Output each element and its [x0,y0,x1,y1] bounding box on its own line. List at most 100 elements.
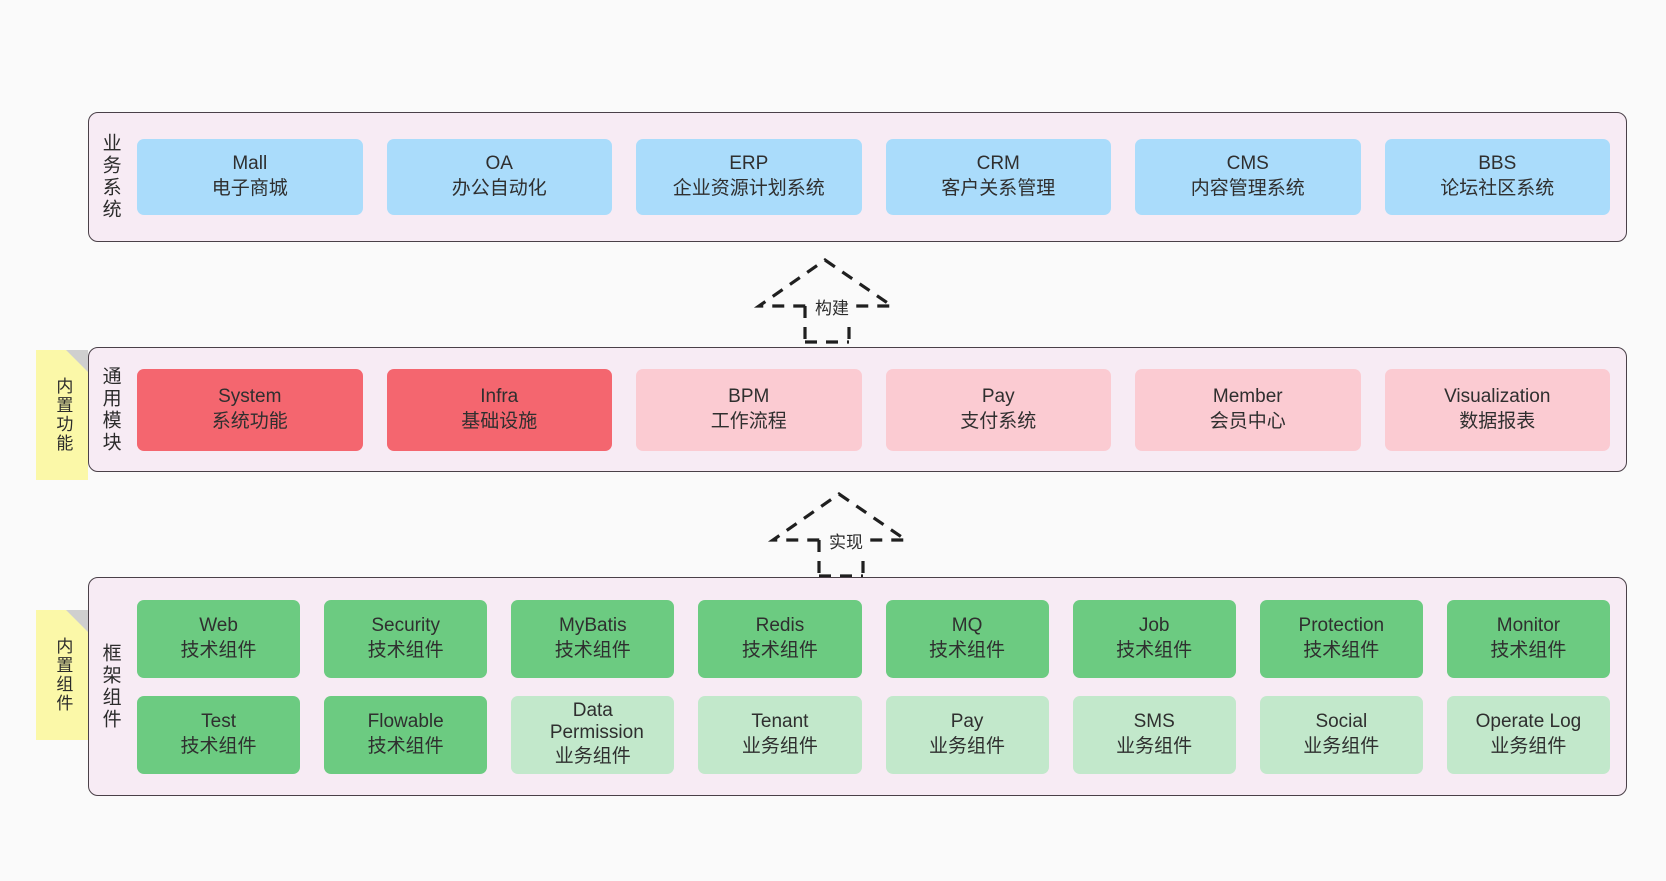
node-tenant[interactable]: Tenant 业务组件 [698,695,862,774]
node-mybatis[interactable]: MyBatis 技术组件 [511,599,675,678]
node-redis[interactable]: Redis 技术组件 [698,599,862,678]
node-security[interactable]: Security 技术组件 [324,599,488,678]
node-en-label: Operate Log [1475,710,1582,732]
node-cn-label: 企业资源计划系统 [672,178,825,199]
node-test[interactable]: Test 技术组件 [137,695,301,774]
node-cn-label: 技术组件 [554,639,631,661]
node-cn-label: 技术组件 [929,639,1006,661]
node-cn-label: 技术组件 [1303,639,1380,661]
node-cn-label: 支付系统 [960,410,1037,432]
layer-title-modules: 通用模块 [99,365,121,454]
node-cn-label: 技术组件 [741,639,818,661]
connector-label-build: 构建 [813,294,851,319]
node-erp[interactable]: ERP 企业资源计划系统 [636,139,862,215]
layer-common-modules: 通用模块 System 系统功能 Infra 基础设施 BPM 工作流程 Pay… [88,347,1627,472]
node-data-permission[interactable]: Data Permission 业务组件 [511,695,675,774]
node-system[interactable]: System 系统功能 [137,368,363,451]
node-crm[interactable]: CRM 客户关系管理 [885,139,1111,215]
node-social[interactable]: Social 业务组件 [1259,695,1423,774]
node-row: Test 技术组件 Flowable 技术组件 Data Permission … [137,695,1610,774]
node-en-label: Visualization [1444,385,1551,407]
note-label: 内置组件 [53,637,73,713]
node-cn-label: 业务组件 [929,735,1006,757]
node-bpm[interactable]: BPM 工作流程 [636,368,862,451]
node-en-label: Redis [755,614,805,636]
node-cms[interactable]: CMS 内容管理系统 [1135,139,1361,215]
node-cn-label: 业务组件 [741,735,818,757]
node-member[interactable]: Member 会员中心 [1135,368,1361,451]
node-cn-label: 论坛社区系统 [1440,178,1555,199]
connector-label-implement: 实现 [827,528,865,553]
node-job[interactable]: Job 技术组件 [1072,599,1236,678]
layer-title-framework: 框架组件 [99,642,121,731]
layer-body-framework: Web 技术组件 Security 技术组件 MyBatis 技术组件 Redi… [131,578,1626,795]
node-cn-label: 内容管理系统 [1190,178,1305,199]
node-oa[interactable]: OA 办公自动化 [386,139,612,215]
node-en-label: Monitor [1496,614,1561,636]
node-web[interactable]: Web 技术组件 [137,599,301,678]
note-builtin-components: 内置组件 [36,610,88,740]
node-mall[interactable]: Mall 电子商城 [137,139,363,215]
node-en-label: Member [1212,385,1283,407]
node-en-label: Pay [981,385,1015,407]
node-en-label: Data Permission [549,699,644,744]
node-en-label: CRM [976,153,1020,175]
node-cn-label: 会员中心 [1209,410,1286,432]
note-fold-corner-icon [66,350,88,372]
node-en-label: BPM [728,385,770,407]
note-label: 内置功能 [53,377,73,453]
node-en-label: Pay [950,710,984,732]
node-row: Web 技术组件 Security 技术组件 MyBatis 技术组件 Redi… [137,599,1610,678]
node-en-label: MQ [951,614,983,636]
node-infra[interactable]: Infra 基础设施 [386,368,612,451]
layer-body-modules: System 系统功能 Infra 基础设施 BPM 工作流程 Pay 支付系统… [131,348,1626,471]
node-en-label: Job [1138,614,1170,636]
note-builtin-features: 内置功能 [36,350,88,480]
node-cn-label: 技术组件 [180,639,257,661]
node-en-label: Flowable [367,710,444,732]
node-flowable[interactable]: Flowable 技术组件 [324,695,488,774]
node-cn-label: 技术组件 [1116,639,1193,661]
node-en-label: CMS [1226,153,1269,175]
node-monitor[interactable]: Monitor 技术组件 [1446,599,1610,678]
node-cn-label: 数据报表 [1459,410,1536,432]
node-bbs[interactable]: BBS 论坛社区系统 [1384,139,1610,215]
layer-title-business: 业务系统 [99,133,121,221]
node-cn-label: 办公自动化 [451,178,547,199]
connector-implement: 实现 [767,492,912,578]
node-cn-label: 技术组件 [367,735,444,757]
node-sms[interactable]: SMS 业务组件 [1072,695,1236,774]
node-pay-module[interactable]: Pay 支付系统 [885,368,1111,451]
node-mq[interactable]: MQ 技术组件 [885,599,1049,678]
layer-business-systems: 业务系统 Mall 电子商城 OA 办公自动化 ERP 企业资源计划系统 CRM… [88,112,1627,242]
node-cn-label: 系统功能 [211,410,288,432]
node-cn-label: 业务组件 [1490,735,1567,757]
node-cn-label: 客户关系管理 [941,178,1056,199]
node-pay-component[interactable]: Pay 业务组件 [885,695,1049,774]
node-en-label: Social [1315,710,1368,732]
node-cn-label: 技术组件 [180,735,257,757]
node-en-label: Mall [232,153,268,175]
node-en-label: Security [371,614,440,636]
node-en-label: Tenant [751,710,809,732]
node-cn-label: 基础设施 [461,410,538,432]
node-en-label: ERP [729,153,769,175]
node-cn-label: 业务组件 [1116,735,1193,757]
node-en-label: SMS [1133,710,1175,732]
node-en-label: System [218,385,282,407]
node-en-label: Test [201,710,236,732]
node-cn-label: 技术组件 [1490,639,1567,661]
node-cn-label: 业务组件 [554,745,631,767]
node-operate-log[interactable]: Operate Log 业务组件 [1446,695,1610,774]
layer-framework-components: 框架组件 Web 技术组件 Security 技术组件 MyBatis 技术组件… [88,577,1627,796]
node-row: System 系统功能 Infra 基础设施 BPM 工作流程 Pay 支付系统… [137,368,1610,451]
node-en-label: Web [199,614,238,636]
node-cn-label: 业务组件 [1303,735,1380,757]
node-protection[interactable]: Protection 技术组件 [1259,599,1423,678]
node-row: Mall 电子商城 OA 办公自动化 ERP 企业资源计划系统 CRM 客户关系… [137,139,1610,215]
node-visualization[interactable]: Visualization 数据报表 [1384,368,1610,451]
node-en-label: Infra [480,385,519,407]
node-en-label: OA [485,153,513,175]
note-fold-corner-icon [66,610,88,632]
